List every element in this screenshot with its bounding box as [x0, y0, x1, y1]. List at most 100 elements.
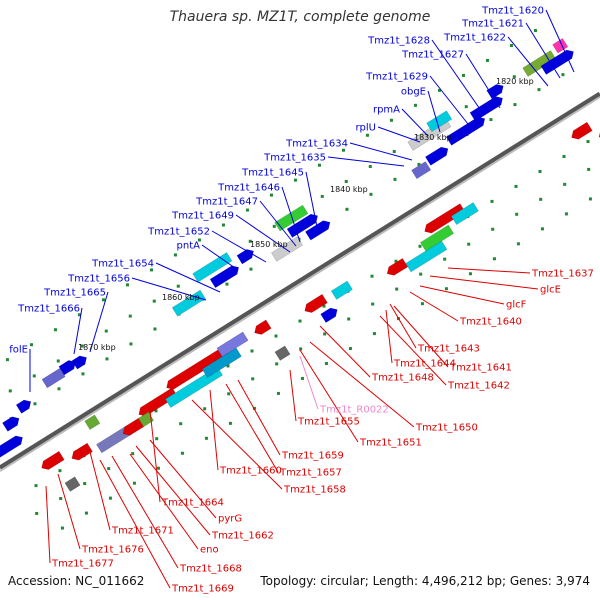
reverse-gene-arrow	[386, 257, 409, 276]
tick-dot	[467, 242, 471, 246]
tick-dot	[58, 469, 62, 473]
callout-line	[327, 156, 405, 167]
gene-label: Tmz1t_1640	[459, 317, 522, 328]
callout-line	[135, 445, 211, 536]
tick-dot	[149, 268, 153, 272]
reverse-gene-arrow	[41, 450, 65, 470]
callout-lines	[29, 9, 575, 589]
gene-block	[41, 367, 66, 389]
tick-dot	[464, 105, 468, 109]
gene-label: Tmz1t_1659	[281, 451, 344, 462]
backbone-line	[0, 91, 600, 471]
tick-dot	[179, 422, 183, 426]
tick-dot	[322, 304, 326, 308]
forward-gene-arrow	[320, 307, 338, 323]
feature-shape	[469, 96, 503, 122]
feature-shape	[15, 399, 32, 414]
tick-dot	[395, 287, 399, 291]
gene-block	[426, 110, 453, 132]
gene-label: rpmA	[373, 105, 400, 116]
gene-label: Tmz1t_1621	[461, 19, 524, 30]
gene-label: Tmz1t_1652	[147, 227, 210, 238]
tick-dot	[53, 328, 57, 332]
callout-line	[427, 90, 441, 133]
tick-dot	[156, 466, 160, 470]
tick-dot	[221, 223, 225, 227]
reverse-gene-arrow	[304, 293, 328, 313]
backbone-shadow	[0, 96, 600, 472]
tick-dot	[489, 118, 493, 122]
gene-label: Tmz1t_1656	[67, 274, 130, 285]
feature-shape	[254, 319, 272, 335]
tick-dot	[540, 227, 544, 231]
gene-label: Tmz1t_1647	[195, 197, 258, 208]
forward-gene-arrow	[445, 116, 486, 146]
tick-dot	[33, 402, 37, 406]
feature-track	[0, 38, 600, 492]
tick-dot	[491, 227, 495, 231]
feature-shape	[274, 345, 291, 361]
kbp-marker: 1820 kbp	[496, 77, 534, 86]
callout-line	[211, 230, 267, 263]
gene-label: Tmz1t_1627	[401, 50, 464, 61]
tick-dot	[57, 387, 61, 391]
callout-line	[259, 200, 297, 247]
gene-label: Tmz1t_1655	[297, 417, 360, 428]
feature-shape	[320, 307, 338, 323]
tick-dot	[225, 282, 229, 286]
feature-shape	[192, 252, 233, 283]
forward-gene-arrow	[0, 435, 23, 458]
tick-dot	[29, 343, 33, 347]
tick-dot	[345, 207, 349, 211]
tick-dot	[348, 347, 352, 351]
feature-shape	[201, 347, 242, 378]
feature-shape	[41, 367, 66, 389]
tick-dot	[341, 148, 345, 152]
gene-label: Tmz1t_1634	[285, 139, 348, 150]
callout-line	[419, 285, 505, 305]
callout-line	[465, 53, 501, 109]
tick-dot	[564, 212, 568, 216]
tick-dot	[344, 179, 348, 183]
forward-gene-arrow	[540, 49, 574, 75]
tick-dot	[392, 150, 396, 154]
accession-text: Accession: NC_011662	[8, 574, 145, 588]
callout-line	[525, 22, 561, 79]
gene-label: Tmz1t_1637	[531, 269, 594, 280]
gene-label: Tmz1t_1641	[449, 363, 512, 374]
tick-dot	[372, 332, 376, 336]
gene-label: Tmz1t_1666	[17, 304, 80, 315]
feature-shape	[330, 280, 353, 300]
callout-line	[237, 379, 281, 456]
tick-dot	[203, 407, 207, 411]
tick-dot	[60, 526, 64, 530]
tick-dot	[132, 481, 136, 485]
gene-block	[216, 331, 249, 357]
gene-block	[84, 414, 101, 430]
feature-shape	[236, 249, 254, 265]
tick-dot	[152, 299, 156, 303]
tick-dot	[250, 349, 254, 353]
gene-label: Tmz1t_1650	[415, 423, 478, 434]
gene-labels: Tmz1t_1620Tmz1t_1621Tmz1t_1622Tmz1t_1628…	[9, 6, 594, 595]
tick-dot	[84, 511, 88, 515]
callout-line	[299, 355, 319, 410]
tick-dot	[419, 272, 423, 276]
tick-dot	[468, 272, 472, 276]
tick-dot	[509, 44, 513, 48]
gene-block	[271, 236, 304, 262]
callout-line	[89, 451, 111, 531]
feature-shape	[386, 257, 409, 276]
gene-label: Tmz1t_1622	[443, 33, 506, 44]
tick-dot	[444, 287, 448, 291]
gene-label: Tmz1t_1643	[417, 344, 480, 355]
feature-shape	[0, 435, 23, 458]
forward-gene-arrow	[71, 355, 87, 370]
tick-dot	[101, 298, 105, 302]
tick-dot	[347, 317, 351, 321]
callout-line	[379, 315, 447, 386]
tick-dot	[443, 257, 447, 261]
tick-dot	[59, 497, 63, 501]
tick-marks	[5, 29, 592, 530]
